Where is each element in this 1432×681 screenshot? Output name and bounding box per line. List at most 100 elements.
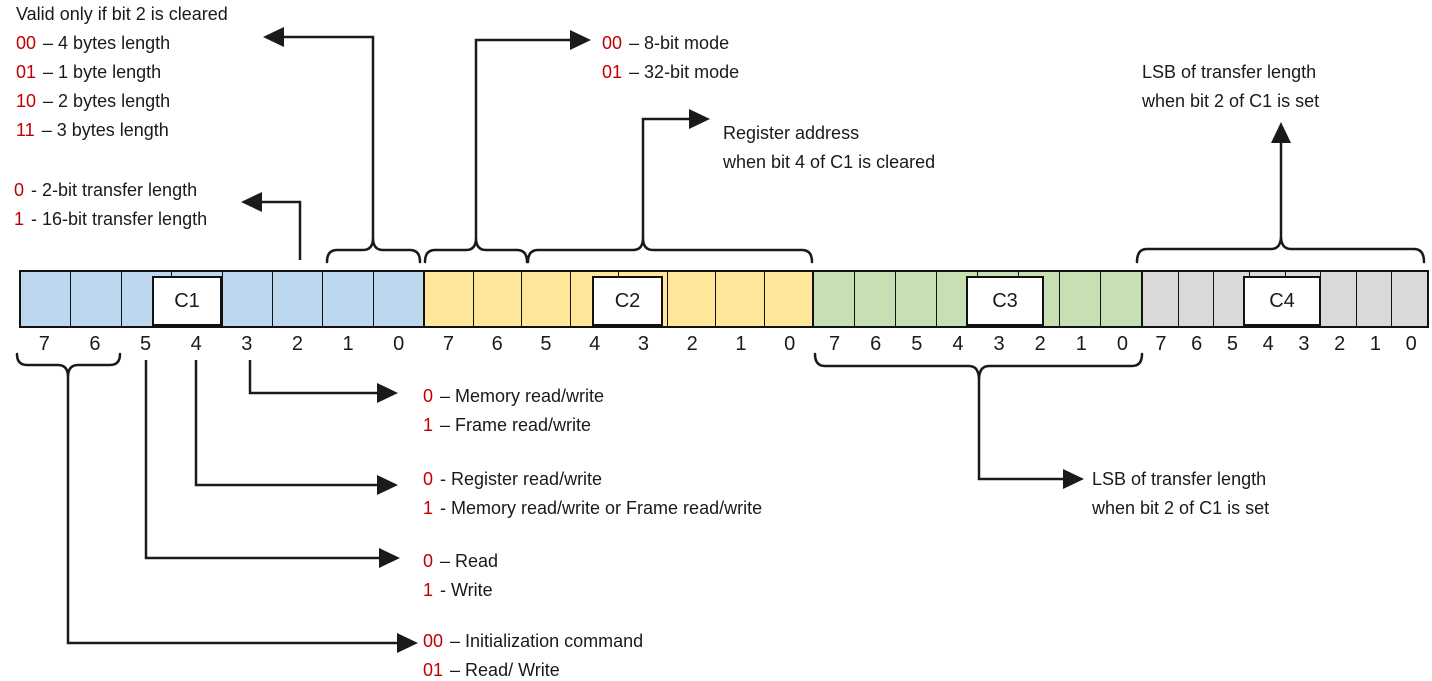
bit-number: 2	[291, 333, 303, 355]
byte-label-c2: C2	[614, 289, 641, 312]
bit-value: 11	[16, 120, 35, 140]
bit-meaning: - 16-bit transfer length	[31, 209, 208, 229]
bit-value: 1	[423, 580, 434, 600]
bit-meaning: - 2-bit transfer length	[31, 180, 198, 200]
bit-number: 7	[442, 333, 454, 355]
bit-cell	[322, 272, 372, 326]
bit-value: 01	[16, 62, 37, 82]
byte-label-c4: C4	[1269, 289, 1295, 312]
byte-row	[19, 270, 1429, 328]
note-read-write: 0 – Read 1 - Write	[423, 547, 498, 605]
legend-item: 01– Read/ Write	[423, 656, 643, 681]
legend-item: 01– 1 byte length	[16, 58, 228, 87]
bit-cell	[1100, 272, 1141, 326]
legend-item: 1 - Write	[423, 576, 498, 605]
bit-cell	[1320, 272, 1356, 326]
arrow-mode-head	[570, 30, 591, 50]
bit-value: 00	[423, 631, 444, 651]
bit-cell	[1213, 272, 1249, 326]
arrow-bit4-line	[194, 360, 378, 487]
bit-number: 3	[637, 333, 649, 355]
bit-number: 2	[686, 333, 698, 355]
legend-item: 1- 16-bit transfer length	[14, 205, 207, 234]
bit-meaning: – Read/ Write	[450, 660, 560, 680]
brace-c1-bits1-0	[325, 237, 422, 264]
bit-cell	[221, 272, 272, 326]
bit-number: 5	[540, 333, 552, 355]
bit-meaning: – 3 bytes length	[41, 120, 169, 140]
bit-cell	[271, 272, 322, 326]
bit-meaning: – 8-bit mode	[629, 33, 730, 53]
bit-cell	[21, 272, 70, 326]
bit-number: 2	[1034, 333, 1046, 355]
note-transfer-length: 0- 2-bit transfer length 1- 16-bit trans…	[14, 176, 207, 234]
arrow-register-address-line	[641, 117, 690, 238]
bit-cell	[666, 272, 716, 326]
note-register-address: Register address when bit 4 of C1 is cle…	[723, 119, 935, 177]
bit-cell	[814, 272, 854, 326]
bit-cell	[936, 272, 977, 326]
arrow-init-line	[66, 377, 398, 645]
legend-item: 00 – 8-bit mode	[602, 29, 739, 58]
note-line: when bit 2 of C1 is set	[1142, 91, 1320, 111]
brace-c2-bits7-6	[423, 237, 529, 264]
bit-meaning: – Initialization command	[450, 631, 644, 651]
bit-value: 0	[423, 386, 434, 406]
bit-value: 01	[602, 62, 623, 82]
legend-item: 11 – 3 bytes length	[16, 116, 228, 145]
bit-cell	[569, 272, 619, 326]
bit-cell	[1355, 272, 1392, 326]
byte-label-box-c4: C4	[1243, 276, 1321, 326]
bit-cell	[1177, 272, 1214, 326]
bit-value: 0	[423, 469, 434, 489]
bit-meaning: – 32-bit mode	[629, 62, 740, 82]
bit-number: 3	[241, 333, 253, 355]
note-init-command: 00 – Initialization command 01– Read/ Wri…	[423, 627, 643, 681]
bit-number: 5	[1226, 333, 1238, 355]
brace-c1-bits7-6	[15, 352, 122, 378]
legend-item: 0 – Memory read/write	[423, 382, 604, 411]
bit-number: 4	[1262, 333, 1274, 355]
legend-item: 0- Register read/write	[423, 465, 762, 494]
note-memory-frame: 0– Memory read/write 1– Frame read/write	[423, 382, 604, 440]
bit-cell	[715, 272, 764, 326]
legend-item: 0- 2-bit transfer length	[14, 176, 207, 205]
bit-meaning: – Read	[440, 551, 499, 571]
note-valid-only: Valid only if bit 2 is cleared 00– 4 byt…	[16, 0, 228, 145]
arrow-valid-only-head	[263, 27, 284, 47]
note-line: when bit 2 of C1 is set	[1092, 498, 1270, 518]
bit-meaning: – Memory read/write	[440, 386, 605, 406]
bit-number: 6	[1191, 333, 1203, 355]
arrow-bit3-head	[377, 383, 398, 403]
bit-value: 10	[16, 91, 37, 111]
bit-cell	[425, 272, 473, 326]
bit-meaning: - Write	[440, 580, 493, 600]
bit-cell	[1059, 272, 1100, 326]
bit-value: 0	[423, 551, 434, 571]
arrow-lsb-top-head	[1271, 122, 1291, 143]
byte-label-box-c1: C1	[152, 276, 222, 326]
byte-label-c3: C3	[992, 289, 1018, 312]
bit-number: 2	[1334, 333, 1346, 355]
bit-meaning: – 2 bytes length	[43, 91, 171, 111]
note-line: LSB of transfer length	[1092, 469, 1267, 489]
bit-cell	[521, 272, 570, 326]
bit-value: 00	[602, 33, 623, 53]
byte-label-c1: C1	[174, 289, 200, 312]
note-line: LSB of transfer length	[1142, 62, 1317, 82]
bit-number: 0	[1405, 333, 1417, 355]
legend-item: 10 – 2 bytes length	[16, 87, 228, 116]
bit-number: 3	[1298, 333, 1310, 355]
bit-meaning: – 4 bytes length	[43, 33, 171, 53]
note-line: when bit 4 of C1 is cleared	[723, 152, 936, 172]
bit-number: 1	[1075, 333, 1087, 355]
bit-cell	[372, 272, 423, 326]
arrow-transfer-length-head	[241, 192, 262, 212]
bit-cell	[1391, 272, 1427, 326]
note-lsb-top: LSB of transfer length when bit 2 of C1 …	[1142, 58, 1319, 116]
bit-number: 5	[140, 333, 152, 355]
